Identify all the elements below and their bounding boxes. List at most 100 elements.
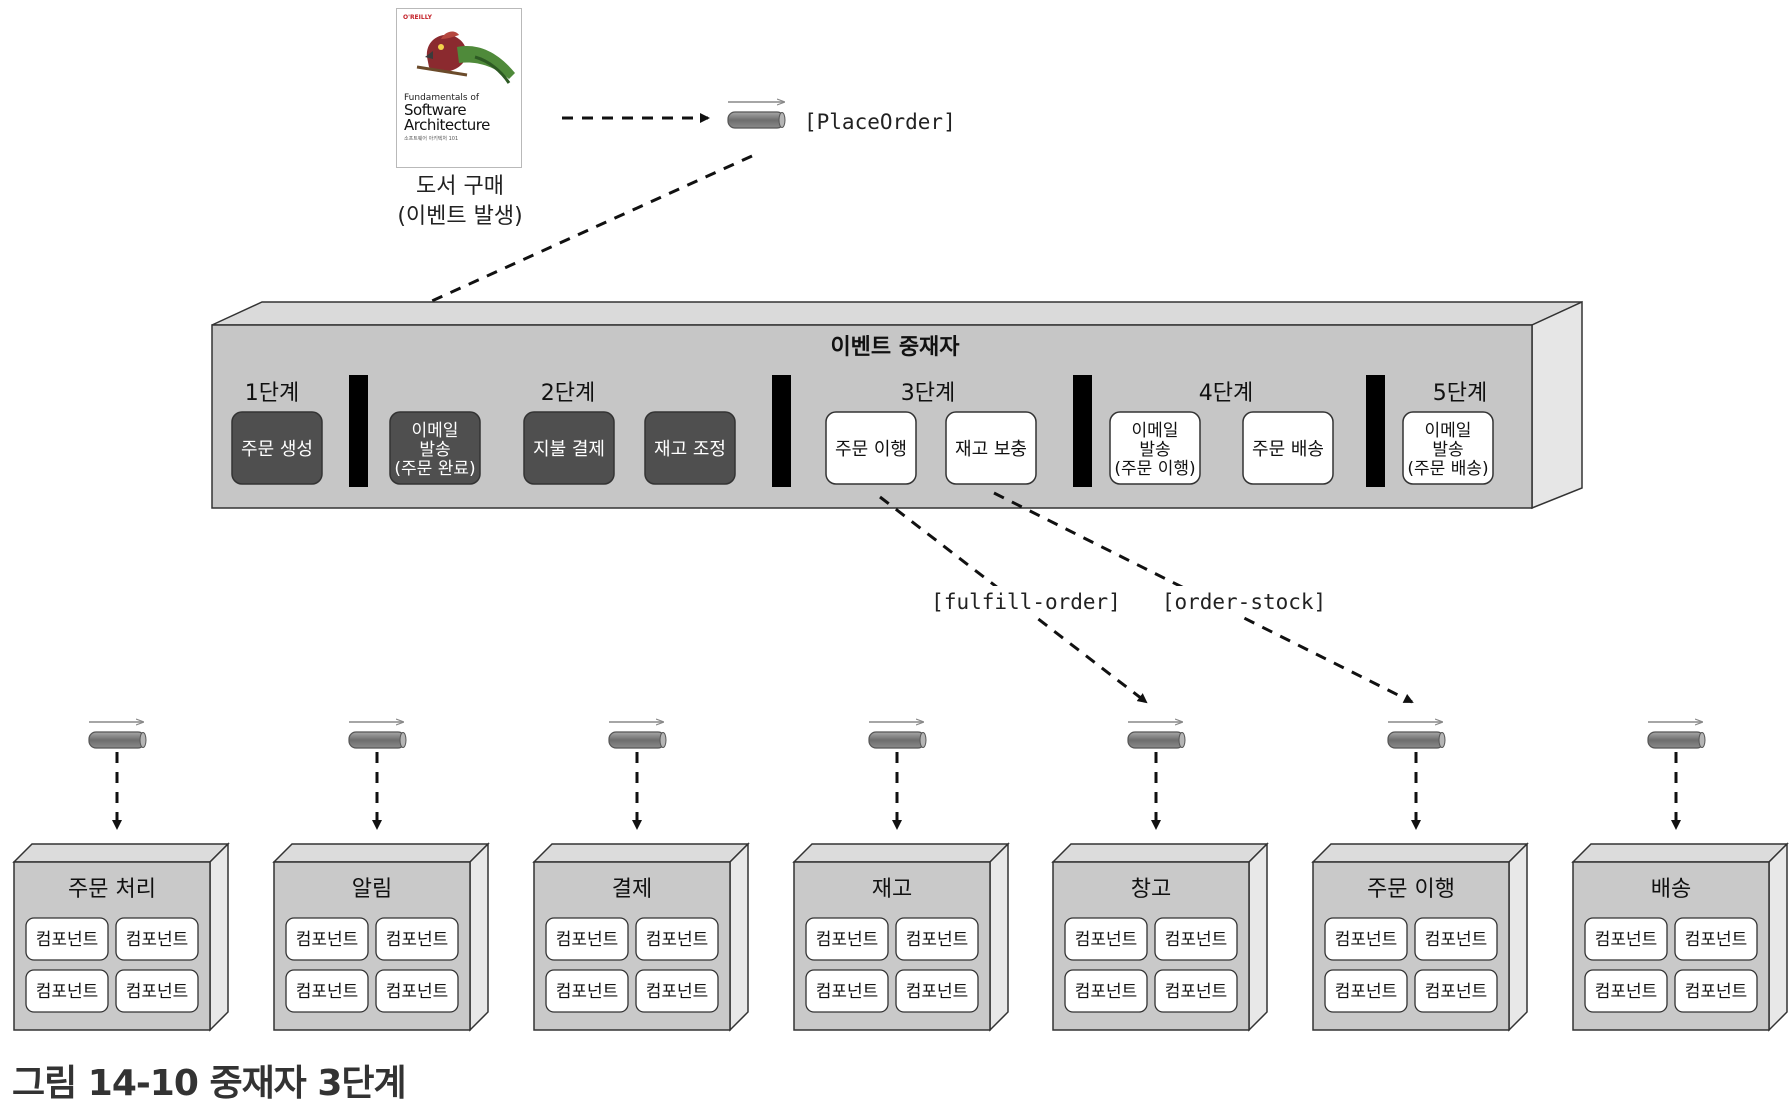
component-box xyxy=(1414,969,1498,1013)
component-label: 컴포넌트 xyxy=(36,982,99,1002)
processor-top-face xyxy=(792,843,1010,863)
component-label: 컴포넌트 xyxy=(1685,930,1748,950)
book-publisher: O'REILLY xyxy=(403,14,432,21)
task-box xyxy=(825,411,917,485)
task-label: 주문 생성 xyxy=(241,439,313,460)
component-box xyxy=(1324,969,1408,1013)
mediator-task: 재고 보충 xyxy=(945,411,1037,485)
component-label: 컴포넌트 xyxy=(556,930,619,950)
component-label: 컴포넌트 xyxy=(1335,930,1398,950)
task-label: 재고 보충 xyxy=(955,439,1027,460)
book-caption-line1: 도서 구매 xyxy=(416,174,504,199)
component-label: 컴포넌트 xyxy=(386,982,449,1002)
task-box xyxy=(1242,411,1334,485)
channel-pipe xyxy=(727,111,785,129)
component-box xyxy=(1154,917,1238,961)
task-label: 지불 결제 xyxy=(533,439,605,460)
component-box xyxy=(1674,969,1758,1013)
component-box xyxy=(805,917,889,961)
task-label: 재고 조정 xyxy=(654,439,726,460)
processor-side-face xyxy=(1248,842,1268,1032)
component-box xyxy=(25,969,109,1013)
component-box xyxy=(1064,969,1148,1013)
component-label: 컴포넌트 xyxy=(906,930,969,950)
mediator-task: 지불 결제 xyxy=(523,411,615,485)
task-label: 발송 xyxy=(419,440,450,460)
component-box xyxy=(545,969,629,1013)
component-box xyxy=(1324,917,1408,961)
task-label: 이메일 xyxy=(1132,421,1179,441)
step-separator xyxy=(772,375,791,487)
component-label: 컴포넌트 xyxy=(1425,982,1488,1002)
component-label: 컴포넌트 xyxy=(296,930,359,950)
component-box xyxy=(1154,969,1238,1013)
processor-top-face xyxy=(272,843,490,863)
task-label: 이메일 xyxy=(412,421,459,441)
task-label: 이메일 xyxy=(1425,421,1472,441)
component-box xyxy=(115,969,199,1013)
order-stock-arrow xyxy=(993,491,1414,704)
book-title-line3: Architecture xyxy=(404,116,490,134)
component-box xyxy=(1584,969,1668,1013)
component-label: 컴포넌트 xyxy=(1425,930,1488,950)
processor-top-face xyxy=(1311,843,1529,863)
mediator-task: 주문 생성 xyxy=(231,411,323,485)
processor-name: 배송 xyxy=(1651,877,1691,902)
processor-side-face xyxy=(1508,842,1528,1032)
component-label: 컴포넌트 xyxy=(1075,930,1138,950)
component-label: 컴포넌트 xyxy=(126,930,189,950)
component-label: 컴포넌트 xyxy=(816,982,879,1002)
component-label: 컴포넌트 xyxy=(126,982,189,1002)
step-label: 4단계 xyxy=(1199,381,1253,406)
task-label: 주문 이행 xyxy=(835,439,907,460)
channel-pipe xyxy=(88,731,146,749)
processor-name: 알림 xyxy=(352,877,392,902)
step-label: 2단계 xyxy=(541,381,595,406)
component-label: 컴포넌트 xyxy=(296,982,359,1002)
component-label: 컴포넌트 xyxy=(816,930,879,950)
component-label: 컴포넌트 xyxy=(1165,982,1228,1002)
step-separator xyxy=(1366,375,1385,487)
channel-pipe xyxy=(348,731,406,749)
component-label: 컴포넌트 xyxy=(1595,930,1658,950)
parrot-illustration xyxy=(416,31,515,84)
channel-pipe xyxy=(608,731,666,749)
component-label: 컴포넌트 xyxy=(386,930,449,950)
task-box xyxy=(523,411,615,485)
book-caption-line2: (이벤트 발생) xyxy=(397,204,523,229)
channel-pipe xyxy=(1127,731,1185,749)
task-box xyxy=(1109,411,1201,485)
step-separator xyxy=(349,375,368,487)
processor-name: 창고 xyxy=(1131,877,1171,902)
processor-side-face xyxy=(729,842,749,1032)
processor-top-face xyxy=(532,843,750,863)
task-box xyxy=(231,411,323,485)
processor-side-face xyxy=(209,842,229,1032)
mediator-task: 주문 배송 xyxy=(1242,411,1334,485)
channel-pipe xyxy=(868,731,926,749)
processor-name: 결제 xyxy=(612,877,652,902)
processor-side-face xyxy=(1768,842,1788,1032)
mediator-task: 재고 조정 xyxy=(644,411,736,485)
component-box xyxy=(285,917,369,961)
task-label: 발송 xyxy=(1432,440,1463,460)
component-box xyxy=(805,969,889,1013)
component-box xyxy=(375,917,459,961)
component-box xyxy=(1674,917,1758,961)
book-title-line1: Fundamentals of xyxy=(404,93,480,103)
figure-caption: 그림 14-10 중재자 3단계 xyxy=(12,1063,407,1104)
task-box xyxy=(945,411,1037,485)
component-box xyxy=(1064,917,1148,961)
component-label: 컴포넌트 xyxy=(1165,930,1228,950)
